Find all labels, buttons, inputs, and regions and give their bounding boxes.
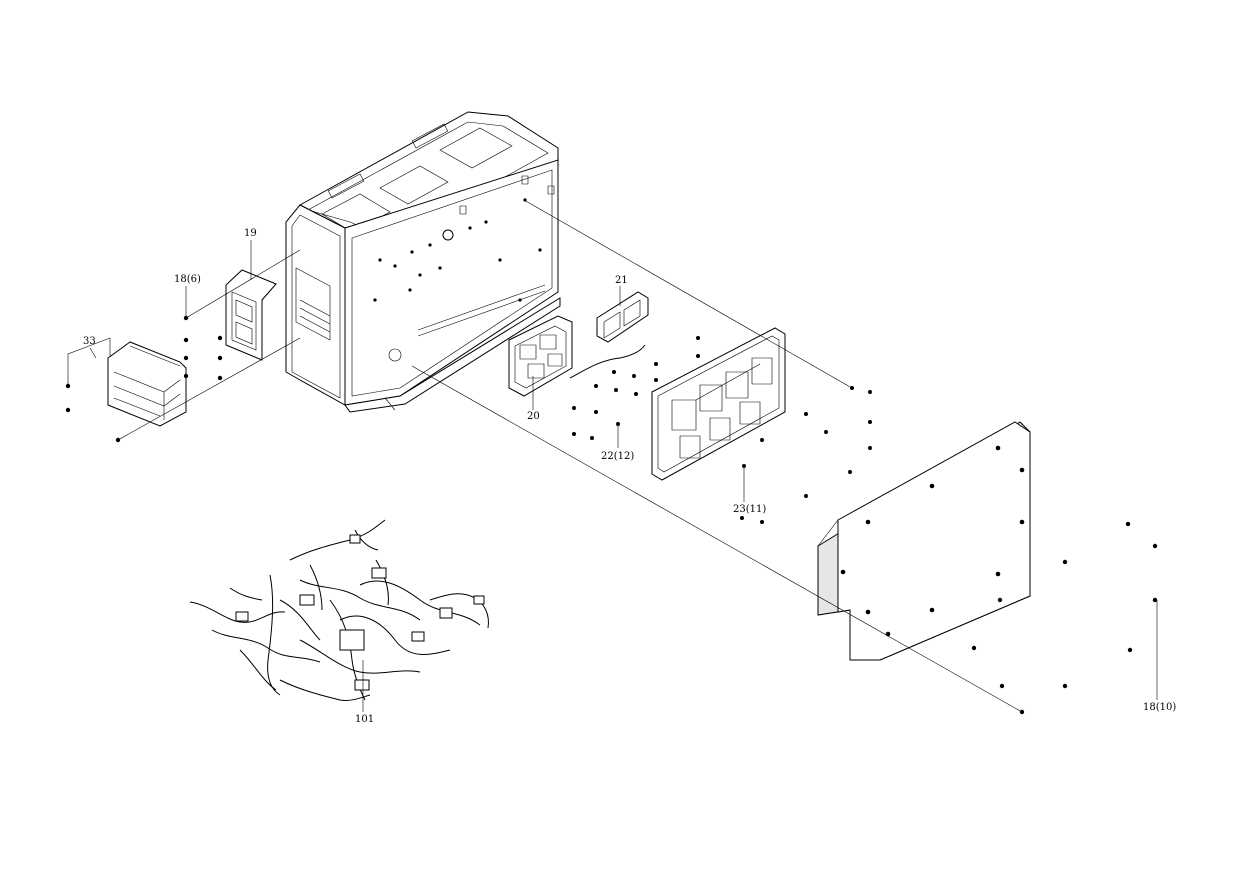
ribbon-cable: [570, 345, 645, 378]
screws: [65, 315, 1158, 715]
leader-lines: [68, 240, 1157, 712]
callout-33: 33: [83, 336, 96, 347]
part-19-bracket: [226, 270, 276, 360]
main-housing: [286, 112, 560, 412]
callout-101: 101: [355, 714, 375, 725]
callout-18-10: 18(10): [1143, 702, 1177, 713]
part-101-harness: [190, 520, 488, 701]
part-20-board: [509, 316, 572, 396]
part-33-cage: [108, 342, 186, 426]
callout-22-12: 22(12): [601, 451, 635, 462]
callout-21: 21: [615, 275, 628, 286]
callout-20: 20: [527, 411, 540, 422]
assembly-lines: [118, 200, 1022, 712]
part-23-large-board: [652, 328, 785, 480]
callout-19: 19: [244, 228, 257, 239]
part-21-small-board: [597, 292, 648, 342]
side-cover-panel: [818, 422, 1030, 660]
callout-23-11: 23(11): [733, 504, 767, 515]
callout-18-6: 18(6): [174, 274, 201, 285]
